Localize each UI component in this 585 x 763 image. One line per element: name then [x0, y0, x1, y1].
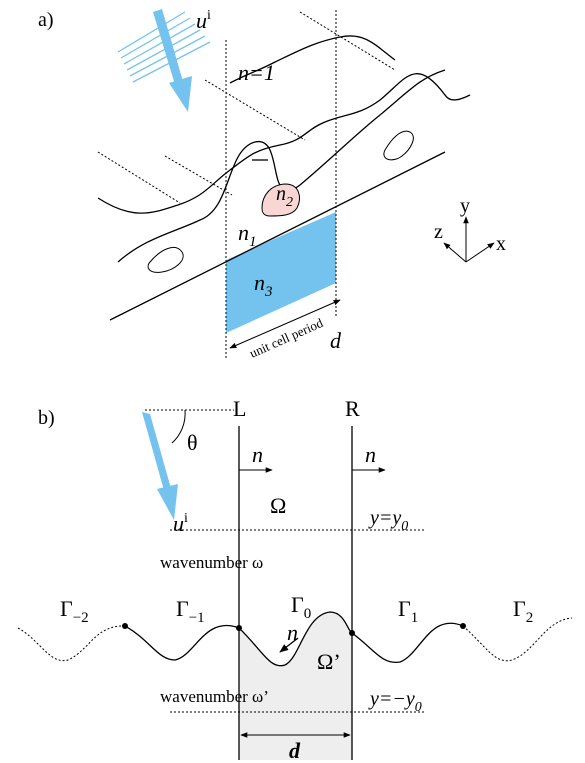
- gamma-minus-1-label: Γ−1: [176, 596, 205, 626]
- normal-label-left: n: [252, 442, 263, 467]
- omega-label: Ω: [270, 493, 286, 518]
- period-label: unit cell period: [247, 315, 325, 361]
- gamma-2-label: Γ2: [513, 596, 533, 626]
- gamma-solid: [124, 611, 464, 667]
- incident-arrow-a: [153, 9, 192, 112]
- wavefronts: [117, 11, 211, 83]
- period-arrow-a: [229, 299, 341, 349]
- substrate-outline: [97, 35, 471, 321]
- omega-prime-label: Ω’: [317, 649, 341, 674]
- junction-dot: [122, 623, 128, 629]
- panel-b: b) L R θ ui n n Ω y=y0: [17, 396, 573, 763]
- period-symbol-b: d: [289, 738, 301, 763]
- inclusion-right: [383, 130, 414, 161]
- axis-x-label: x: [496, 233, 506, 255]
- panel-a: a): [38, 8, 506, 361]
- y-top-label: y=y0: [368, 507, 408, 534]
- n2-label: n2: [276, 183, 293, 210]
- n1-label: n1: [238, 220, 257, 250]
- wavenumber-bottom-label: wavenumber ω’: [160, 687, 269, 706]
- junction-dot: [236, 625, 242, 631]
- panel-b-label: b): [38, 407, 55, 429]
- wavenumber-top-label: wavenumber ω: [160, 553, 263, 572]
- n-outer-label: n=1: [238, 60, 275, 85]
- angle-arc: [171, 409, 186, 444]
- boundary-left-label: L: [233, 396, 246, 421]
- gamma-1-label: Γ1: [398, 596, 418, 626]
- incident-arrow-b: [142, 412, 178, 520]
- interface-normal-arrow: [279, 637, 299, 653]
- axis-z-label: z: [434, 221, 443, 243]
- omega-prime-region: [239, 612, 352, 760]
- angle-label: θ: [187, 430, 198, 455]
- axis-y-label: y: [460, 195, 470, 217]
- panel-a-label: a): [38, 9, 54, 31]
- incident-wave-label-a: ui: [196, 8, 211, 33]
- inclusion-n2: [261, 183, 300, 217]
- extension-lines: [97, 11, 396, 204]
- normal-label-right: n: [365, 442, 376, 467]
- inclusion-left: [147, 247, 184, 273]
- y-bottom-label: y=−y0: [368, 688, 422, 715]
- interface-normal-label: n: [287, 620, 298, 645]
- junction-dot: [349, 630, 355, 636]
- n3-label: n3: [254, 270, 273, 300]
- gamma-minus-2-label: Γ−2: [60, 596, 89, 626]
- junction-dot: [460, 623, 466, 629]
- coordinate-axes: y x z: [434, 195, 506, 263]
- period-symbol-a: d: [330, 328, 342, 353]
- gamma-dotted-right: [462, 617, 573, 662]
- gamma-0-label: Γ0: [291, 592, 311, 622]
- gamma-dotted-left: [17, 625, 126, 662]
- boundary-right-label: R: [345, 396, 360, 421]
- incident-wave-label-b: ui: [173, 511, 188, 536]
